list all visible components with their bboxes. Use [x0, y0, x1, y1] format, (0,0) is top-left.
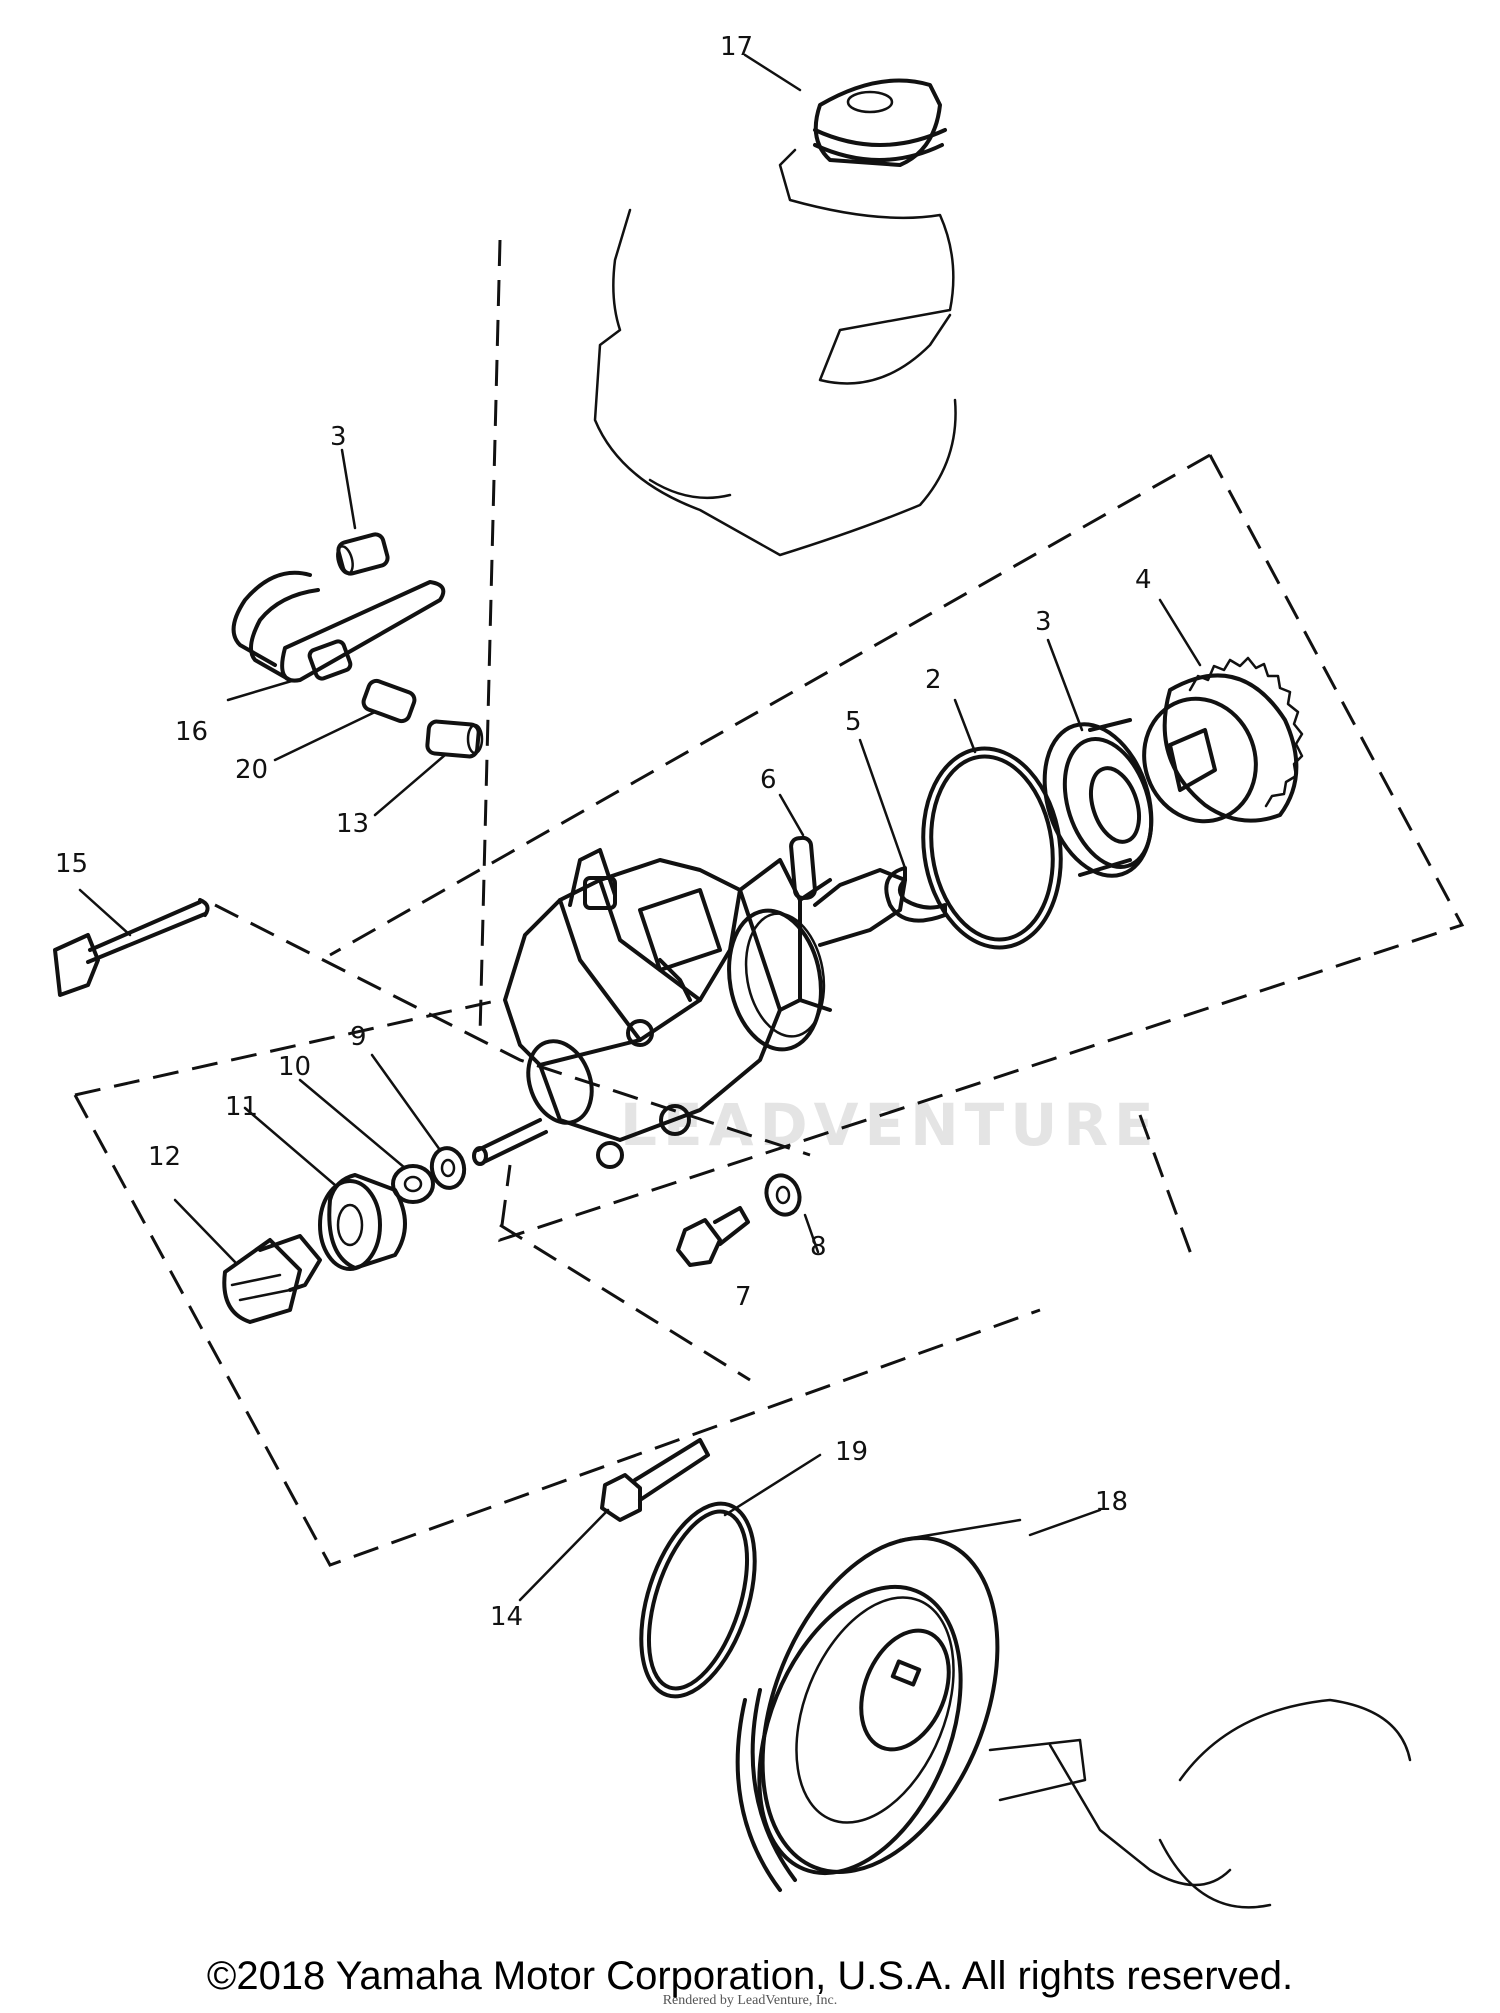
long-bolt-15: [53, 898, 210, 997]
callout-19: 19: [835, 1437, 868, 1467]
callout-16: 16: [175, 717, 208, 747]
washer-9: [429, 1146, 467, 1190]
adjusting-screw-12: [222, 1234, 322, 1324]
callout-14: 14: [490, 1602, 523, 1632]
oil-tank-cap: [813, 78, 947, 167]
callout-5: 5: [845, 707, 862, 737]
washer-10: [391, 1164, 435, 1204]
callout-7: 7: [735, 1282, 752, 1312]
circlip-5: [884, 866, 947, 923]
bolt-7: [676, 1206, 750, 1267]
pulley-18: [735, 1518, 1022, 1892]
callout-9: 9: [350, 1022, 367, 1052]
leader-lines: [78, 53, 1202, 1602]
drive-gear-4: [1142, 656, 1304, 824]
pump-shaft: [472, 1118, 548, 1166]
crankshaft-outline: [988, 1698, 1412, 1909]
oil-pump-body: [503, 848, 907, 1169]
copyright-text: ©2018 Yamaha Motor Corporation, U.S.A. A…: [206, 1954, 1294, 1998]
oil-pipe-assembly: [231, 570, 446, 683]
bolt-14: [600, 1438, 710, 1522]
callout-8: 8: [810, 1232, 827, 1262]
callout-13: 13: [336, 809, 369, 839]
callout-18: 18: [1095, 1487, 1128, 1517]
callout-6: 6: [760, 765, 777, 795]
bearing-3: [1042, 718, 1154, 878]
callout-4: 4: [1135, 565, 1152, 595]
rendered-by-text: Rendered by LeadVenture, Inc.: [662, 1993, 838, 2008]
callout-20: 20: [235, 755, 268, 785]
callout-2: 2: [925, 665, 942, 695]
sleeve-part-13: [425, 719, 484, 759]
sleeve-part-3-top: [336, 532, 390, 576]
callout-labels: 17 3 16 20 13 15 6 5 2 3 4 9 10 11 12 8 …: [55, 32, 1152, 1632]
callout-17: 17: [720, 32, 753, 62]
callout-11: 11: [225, 1092, 258, 1122]
o-ring-19: [639, 1501, 757, 1699]
callout-15: 15: [55, 849, 88, 879]
dashed-group-outline: [73, 239, 1465, 1567]
o-ring-2: [921, 746, 1063, 950]
callout-12: 12: [148, 1142, 181, 1172]
watermark-text: LEADVENTURE: [620, 1091, 1160, 1159]
callout-3-top: 3: [330, 422, 347, 452]
callout-10: 10: [278, 1052, 311, 1082]
oil-seal-11: [318, 1173, 407, 1271]
sleeve-part-20: [361, 678, 417, 724]
washer-8: [764, 1173, 802, 1217]
callout-3: 3: [1035, 607, 1052, 637]
oil-tank-outline: [593, 148, 957, 557]
